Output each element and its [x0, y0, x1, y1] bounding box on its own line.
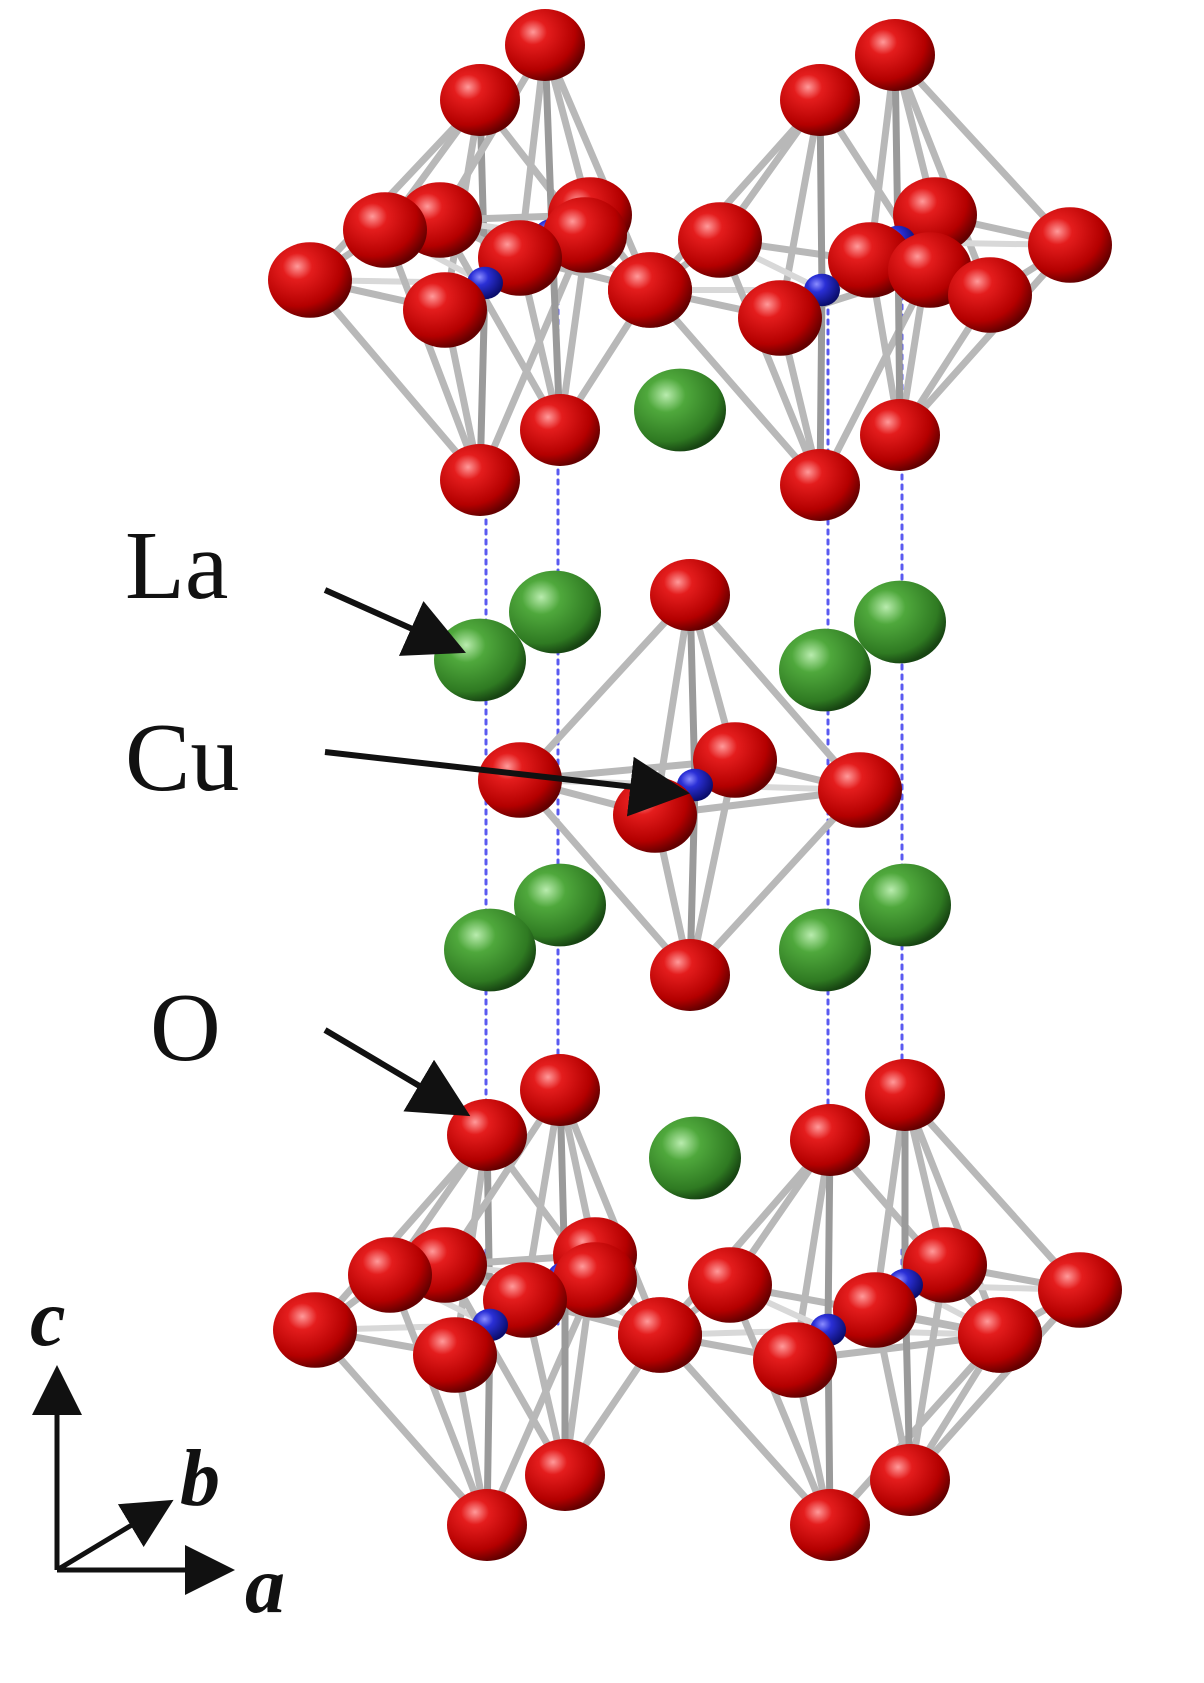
lanthanum-atom	[859, 863, 951, 947]
bond	[906, 1286, 1084, 1484]
arrow-la	[323, 587, 466, 656]
oxygen-atom	[343, 192, 427, 268]
bond	[541, 41, 654, 294]
bond	[901, 1091, 1004, 1339]
atoms	[268, 9, 1122, 1561]
oxygen-atom	[650, 939, 730, 1011]
oxygen-atom	[865, 1059, 945, 1131]
lanthanum-atom	[514, 863, 606, 947]
oxygen-atom	[608, 252, 692, 328]
oxygen-atom	[833, 1272, 917, 1348]
oxygen-atom	[440, 444, 520, 516]
bond	[483, 1276, 599, 1529]
oxygen-atom	[790, 1104, 870, 1176]
oxygen-atom	[753, 1322, 837, 1398]
axis-b-arrow	[55, 1499, 174, 1573]
lanthanum-atom	[444, 908, 536, 992]
oxygen-atom	[790, 1489, 870, 1561]
oxygen-atom	[678, 202, 762, 278]
oxygen-atom	[268, 242, 352, 318]
oxygen-atom	[273, 1292, 357, 1368]
bond	[441, 1261, 569, 1479]
oxygen-atom	[447, 1099, 527, 1171]
bond	[311, 1131, 491, 1334]
axis-label-b: b	[180, 1435, 220, 1523]
oxygen-atom	[478, 742, 562, 818]
bond	[311, 1326, 491, 1529]
bond	[516, 591, 694, 784]
bond	[726, 1281, 834, 1529]
bond	[306, 276, 484, 484]
oxygen-atom	[348, 1237, 432, 1313]
bond	[656, 1136, 834, 1339]
lanthanum-atom	[779, 908, 871, 992]
lanthanum-atom	[434, 618, 526, 702]
bond	[476, 231, 589, 484]
oxygen-atom	[505, 9, 585, 81]
oxygen-atom	[1038, 1252, 1122, 1328]
oxygen-atom	[780, 449, 860, 521]
bond	[901, 1091, 1084, 1294]
lanthanum-atom	[854, 580, 946, 664]
oxygen-atom	[958, 1297, 1042, 1373]
oxygen-atom	[688, 1247, 772, 1323]
bond	[306, 96, 484, 284]
bond	[646, 286, 824, 489]
arrow-o	[323, 1027, 471, 1117]
bond	[516, 776, 694, 979]
bond	[556, 1086, 664, 1339]
lanthanum-atom	[634, 368, 726, 452]
oxygen-atom	[543, 197, 627, 273]
bond	[646, 96, 824, 294]
axis-indicator: c b a	[30, 1275, 285, 1630]
lanthanum-atom	[779, 628, 871, 712]
oxygen-atom	[520, 1054, 600, 1126]
bond	[826, 1136, 1004, 1339]
bond	[686, 786, 864, 979]
oxygen-atom	[520, 394, 600, 466]
bond	[686, 591, 864, 794]
axis-label-a: a	[245, 1542, 285, 1630]
oxygen-atom	[860, 399, 940, 471]
bond	[656, 1331, 834, 1529]
oxygen-atom	[903, 1227, 987, 1303]
oxygen-atom	[693, 722, 777, 798]
lanthanum-atom	[509, 570, 601, 654]
bond	[386, 1271, 491, 1529]
oxygen-atom	[618, 1297, 702, 1373]
oxygen-atom	[893, 177, 977, 253]
label-la: La	[125, 512, 228, 620]
oxygen-atom	[870, 1444, 950, 1516]
oxygen-atom	[818, 752, 902, 828]
oxygen-atom	[650, 559, 730, 631]
bond	[891, 51, 1074, 249]
bond	[891, 51, 994, 299]
bond	[381, 226, 484, 484]
oxygen-atom	[948, 257, 1032, 333]
bond	[816, 266, 934, 489]
oxygen-atom	[440, 64, 520, 136]
oxygen-atom	[525, 1439, 605, 1511]
bond	[436, 216, 564, 434]
bond	[896, 241, 1074, 439]
arrow-cu	[324, 749, 690, 817]
oxygen-atom	[855, 19, 935, 91]
oxygen-atom	[738, 280, 822, 356]
oxygen-atom	[553, 1242, 637, 1318]
oxygen-atom	[1028, 207, 1112, 283]
label-o: O	[150, 974, 221, 1082]
label-cu: Cu	[125, 704, 239, 812]
oxygen-atom	[447, 1489, 527, 1561]
lanthanum-atom	[649, 1116, 741, 1200]
bond	[716, 236, 824, 489]
axis-label-c: c	[30, 1275, 66, 1363]
oxygen-atom	[413, 1317, 497, 1393]
oxygen-atom	[403, 272, 487, 348]
oxygen-atom	[780, 64, 860, 136]
